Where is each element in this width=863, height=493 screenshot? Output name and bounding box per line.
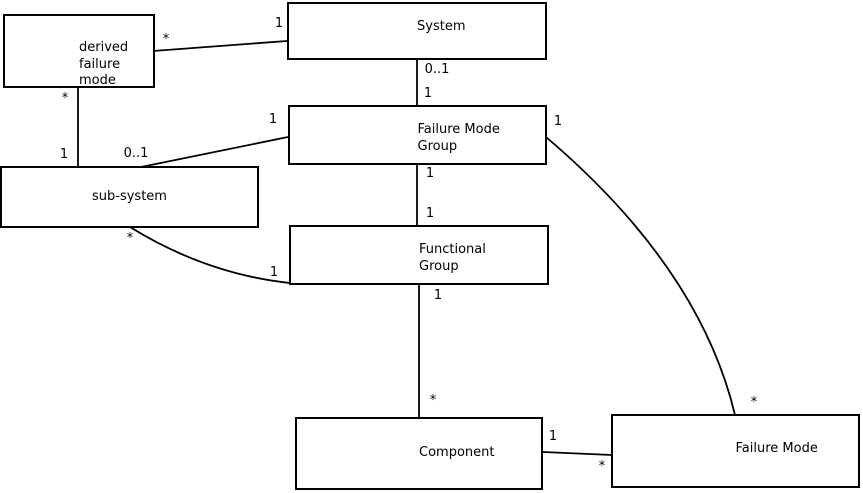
multiplicity-label: 0..1 (123, 146, 149, 161)
class-box-label-sub-system: sub-system (92, 189, 167, 204)
multiplicity-label: * (126, 231, 134, 246)
multiplicity-label: 1 (269, 265, 279, 280)
multiplicity-label: * (162, 32, 170, 47)
class-box-label-failure-mode-group: Failure Mode Group (417, 122, 500, 154)
multiplicity-label: * (598, 459, 606, 474)
class-box-label-functional-group: Functional Group (419, 242, 486, 274)
multiplicity-label: 1 (425, 206, 435, 221)
class-box-failure-mode-group: Failure Mode Group (288, 105, 547, 165)
assoc-line-sub-system-functional-group (129, 226, 291, 284)
multiplicity-label: * (750, 395, 758, 410)
multiplicity-label: 1 (268, 112, 278, 127)
multiplicity-label: 1 (274, 16, 284, 31)
multiplicity-label: 1 (425, 166, 435, 181)
multiplicity-label: * (429, 393, 437, 408)
multiplicity-label: 1 (553, 114, 563, 129)
multiplicity-label: 1 (59, 147, 69, 162)
class-box-label-failure-mode: Failure Mode (735, 441, 818, 456)
class-box-functional-group: Functional Group (289, 225, 549, 285)
multiplicity-label: 0..1 (424, 62, 450, 77)
class-box-system: System (287, 2, 547, 60)
multiplicity-label: 1 (548, 429, 558, 444)
class-box-derived-failure-mode: derived failure mode (3, 14, 155, 88)
multiplicity-label: 1 (423, 86, 433, 101)
class-box-failure-mode: Failure Mode (611, 414, 860, 488)
class-box-component: Component (295, 417, 543, 490)
class-box-sub-system: sub-system (0, 166, 259, 228)
multiplicity-label: 1 (433, 288, 443, 303)
multiplicity-label: * (61, 91, 69, 106)
assoc-line-derived-failure-mode-system (152, 40, 288, 52)
class-box-label-system: System (417, 19, 466, 34)
assoc-line-failure-mode-group-sub-system (140, 136, 289, 168)
assoc-line-component-failure-mode (542, 451, 613, 456)
class-box-label-component: Component (419, 445, 495, 460)
class-box-label-derived-failure-mode: derived failure mode (79, 40, 129, 88)
assoc-line-failure-mode-group-failure-mode (545, 136, 736, 416)
